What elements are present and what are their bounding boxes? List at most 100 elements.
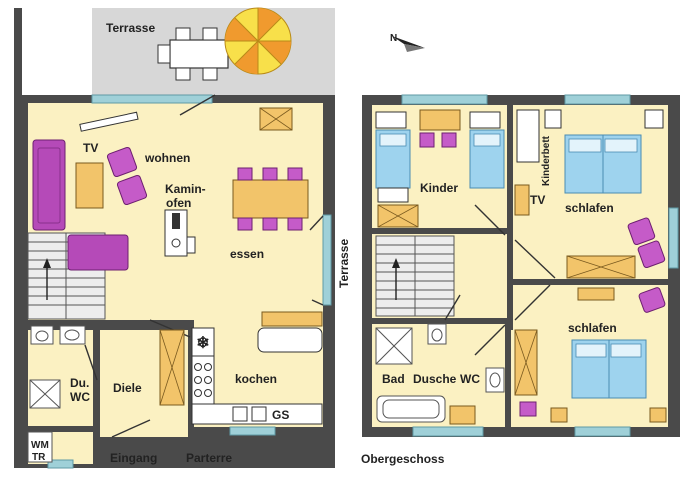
sink [232,406,248,422]
toy-box [377,187,409,203]
kinderbett-label: Kinderbett [541,135,552,186]
kinder-nightstand [469,111,501,129]
armchair [116,174,148,206]
diele-label: Diele [113,381,142,395]
tv-unit [79,111,139,132]
kinder-desk [419,109,461,131]
shower-door[interactable] [84,344,98,381]
snowflake-icon: ❄ [196,335,209,352]
armchair [106,146,138,178]
kinder-chair [441,132,457,148]
wm-label: WM [31,440,49,451]
gs-label: GS [272,408,289,422]
parterre-label: Parterre [186,451,232,465]
dining-chair [237,167,253,181]
dining-chair [262,217,278,231]
tv-stand [514,184,530,216]
wc-label-upper: WC [460,372,480,386]
washing-machine [27,431,53,463]
bath-cabinet [449,405,476,425]
kitchen-counter [261,311,323,327]
schlafen2-window [574,426,631,437]
living-window [91,94,213,104]
hall-door-upper[interactable] [444,294,461,321]
terrace-label: Terrasse [106,21,155,35]
schlafen-label-1: schlafen [565,201,614,215]
schlafen-window [564,94,631,105]
terrace-chair [175,67,191,81]
bath-window [412,426,484,437]
bath-door[interactable] [474,324,506,356]
nightstand [644,109,664,129]
terrace-side-label: Terrasse [337,239,351,288]
sink [251,406,267,422]
terrace-door-window [322,214,332,306]
schlafen-door[interactable] [514,239,556,279]
kinder-nightstand [375,111,407,129]
terrace-chair [202,27,218,41]
terrace-chair [175,27,191,41]
north-arrow-icon: N [390,33,425,52]
side-terrace-door-2[interactable] [311,299,324,306]
stove [164,209,188,257]
terrace-chair [157,44,171,64]
shower-label-1: Du. [70,376,89,390]
cooktop [191,355,215,405]
bad-label: Bad [382,372,405,386]
dining-chair [262,167,278,181]
dresser [577,287,615,301]
armchair-upper-2 [638,287,666,313]
svg-text:N: N [390,33,397,44]
nightstand [544,109,562,129]
essen-label: essen [230,247,264,261]
schlafen2-door[interactable] [514,284,551,321]
side-terrace-door[interactable] [309,215,324,231]
kitchen-window [229,426,276,436]
armchair-upper [627,217,656,246]
kaminofen-label-2: ofen [166,196,191,210]
nightstand-2 [550,407,568,423]
laundry-window [47,459,74,469]
obergeschoss-label: Obergeschoss [361,452,445,466]
terrace-table [169,39,229,69]
ground-floor-cutout [22,8,92,95]
tv-label-upper: TV [530,193,545,207]
dining-chair [287,167,303,181]
tr-label: TR [32,452,46,463]
kinder-chair [419,132,435,148]
shower-room-floor [28,330,93,427]
ground-floor: ❄ [14,7,335,469]
kochen-label: kochen [235,372,277,386]
terrace-door[interactable] [179,94,216,116]
wash-basin [59,325,86,345]
wohnen-label: wohnen [144,151,190,165]
tv-label-ground: TV [83,141,98,155]
kinder-label: Kinder [420,181,458,195]
wash-basin-upper [485,367,505,393]
entrance-door[interactable] [111,419,151,438]
shower-label-2: WC [70,390,90,404]
upper-floor [362,94,680,437]
sofa-2 [67,234,129,271]
terrace-chair [202,67,218,81]
toilet-upper [427,323,447,345]
eingang-label: Eingang [110,451,157,465]
toilet [30,325,54,345]
kinder-window [401,94,488,105]
stool [519,401,537,417]
kinder-door[interactable] [474,204,506,236]
nightstand-2 [649,407,667,423]
kitchen-island [257,327,323,353]
schlafen-label-2: schlafen [568,321,617,335]
armchair-upper [637,240,666,269]
dining-chair [237,217,253,231]
schlafen-side-window [668,207,679,269]
coffee-table [75,162,104,209]
kaminofen-label-1: Kamin- [165,182,206,196]
dining-chair [287,217,303,231]
bathtub [376,395,446,423]
dusche-label: Dusche [413,372,457,386]
dining-table [232,179,309,219]
crib [516,109,540,163]
